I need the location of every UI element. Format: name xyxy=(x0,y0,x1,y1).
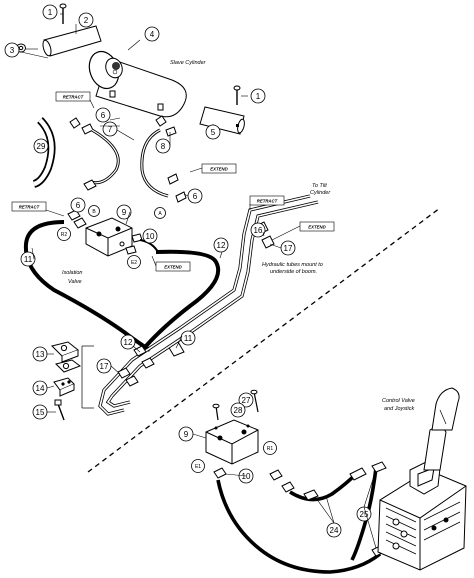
callout-15: 15 xyxy=(36,408,45,417)
port-r2: R2 xyxy=(61,232,68,238)
callout-9-upper: 9 xyxy=(122,208,127,217)
fitting-6-left xyxy=(83,179,97,191)
port-e2: E2 xyxy=(131,260,137,266)
callout-12-upper: 12 xyxy=(217,241,226,250)
slave-cylinder xyxy=(88,50,187,118)
callout-13: 13 xyxy=(36,350,45,359)
callout-24: 24 xyxy=(330,526,339,535)
tag-extend-tilt: EXTEND xyxy=(308,225,325,230)
callout-9-lower: 9 xyxy=(184,430,189,439)
fitting-6-right xyxy=(167,173,187,203)
tag-extend-cylinder: EXTEND xyxy=(210,167,227,172)
label-control-valve-1: Control Valve xyxy=(382,398,415,404)
hose-fittings-lower xyxy=(133,345,155,369)
callout-28: 28 xyxy=(234,406,243,415)
tube-10 xyxy=(139,239,159,253)
port-a: A xyxy=(158,211,162,217)
label-isolation-valve-2: Valve xyxy=(68,279,82,285)
callout-27: 27 xyxy=(242,396,251,405)
valve-fittings-lower xyxy=(213,467,295,493)
section-divider xyxy=(87,207,441,473)
callout-2: 2 xyxy=(84,16,89,25)
callout-1-top: 1 xyxy=(48,8,53,17)
bolt-part-27b xyxy=(212,403,220,421)
callout-10: 10 xyxy=(146,232,155,241)
callout-11-upper: 11 xyxy=(24,255,33,264)
label-to-tilt-cylinder-2: Cylinder xyxy=(310,190,331,196)
callout-29: 29 xyxy=(37,142,46,151)
valve-fittings-upper xyxy=(67,209,143,255)
clamp-part-13 xyxy=(51,341,82,373)
tag-extend-valve: EXTEND xyxy=(164,265,181,270)
label-to-tilt-cylinder-1: To Tilt xyxy=(312,183,327,189)
callout-8: 8 xyxy=(161,142,166,151)
pin-part-1-right xyxy=(233,85,241,105)
callout-4: 4 xyxy=(150,30,155,39)
callout-7: 7 xyxy=(108,125,113,134)
pin-part-1-top xyxy=(59,3,67,24)
plate-part-14 xyxy=(53,377,75,397)
callout-14: 14 xyxy=(36,384,45,393)
fittings-part-7 xyxy=(69,117,94,135)
label-hydraulic-note-1: Hydraulic tubes mount to xyxy=(262,262,323,268)
label-slave-cylinder: Slave Cylinder xyxy=(170,60,207,66)
fittings-part-8 xyxy=(155,115,177,137)
sleeve-part-5 xyxy=(199,106,245,135)
callout-11-lower: 11 xyxy=(184,334,193,343)
sleeve-part-2 xyxy=(42,25,102,57)
callout-5: 5 xyxy=(211,128,216,137)
callout-3: 3 xyxy=(10,46,15,55)
callout-10-lower: 10 xyxy=(242,472,251,481)
callout-12-lower: 12 xyxy=(124,338,133,347)
bolt-part-15 xyxy=(54,399,65,421)
hose-24-lower-b xyxy=(289,472,358,502)
control-valve-joystick xyxy=(377,387,467,571)
label-hydraulic-note-2: underside of boom. xyxy=(270,269,317,275)
hose-12 xyxy=(144,249,221,348)
tag-retract-tilt: RETRACT xyxy=(257,199,278,204)
callout-16: 16 xyxy=(254,226,263,235)
callout-17-upper: 17 xyxy=(284,244,293,253)
port-e1: E1 xyxy=(195,464,201,470)
hose-24-lower-a xyxy=(216,479,382,574)
callout-25: 25 xyxy=(360,510,369,519)
label-isolation-valve-1: Isolation xyxy=(62,270,83,276)
tag-retract-valve: RETRACT xyxy=(19,205,40,210)
port-b: B xyxy=(92,209,96,215)
callout-6-c: 6 xyxy=(76,201,81,210)
callout-1-right: 1 xyxy=(256,92,261,101)
bolt-part-27 xyxy=(250,389,259,413)
tag-retract-cylinder: RETRACT xyxy=(63,95,84,100)
callout-17-lower: 17 xyxy=(100,362,109,371)
callout-6-a: 6 xyxy=(101,111,106,120)
label-control-valve-2: and Joystick xyxy=(384,406,415,412)
isolation-valve-lower xyxy=(205,419,259,465)
port-r1: R1 xyxy=(267,446,274,452)
isolation-valve-upper xyxy=(85,217,133,257)
callout-6-b: 6 xyxy=(193,192,198,201)
